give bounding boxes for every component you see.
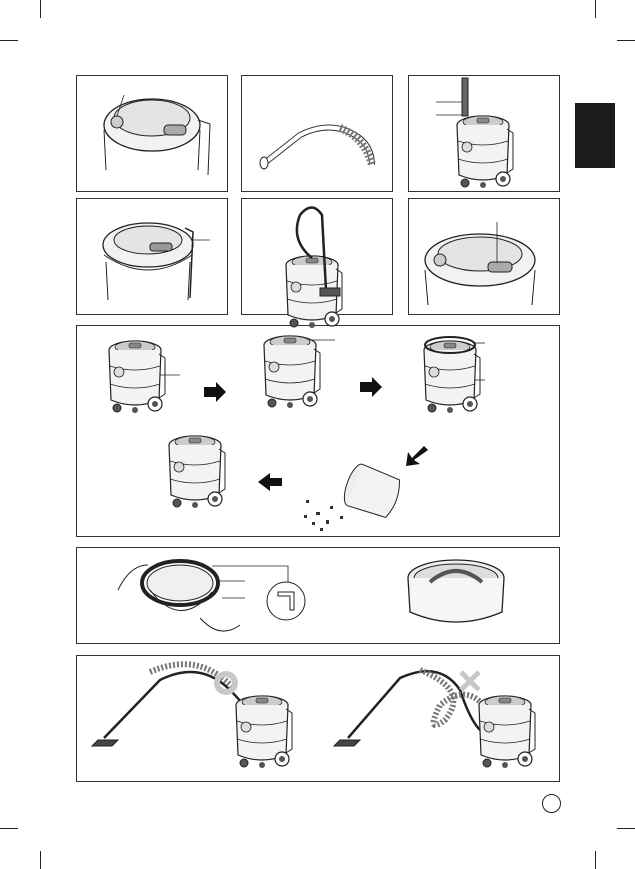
filter-ring-drawing: [118, 561, 305, 631]
correct-hose-drawing: [92, 664, 292, 768]
hose-attached-drawing: [436, 78, 513, 188]
filter-in-drum-drawing: [408, 560, 504, 622]
filter-sequence-drawing: [109, 336, 485, 531]
vacuum-wand-drawing: [286, 208, 342, 329]
page-number: [542, 794, 561, 813]
lid-top-view-drawing: [104, 95, 210, 175]
side-handle-drawing: [103, 223, 210, 300]
hose-drawing: [260, 128, 372, 170]
lid-latch-drawing: [425, 222, 535, 305]
incorrect-hose-drawing: [334, 670, 535, 768]
